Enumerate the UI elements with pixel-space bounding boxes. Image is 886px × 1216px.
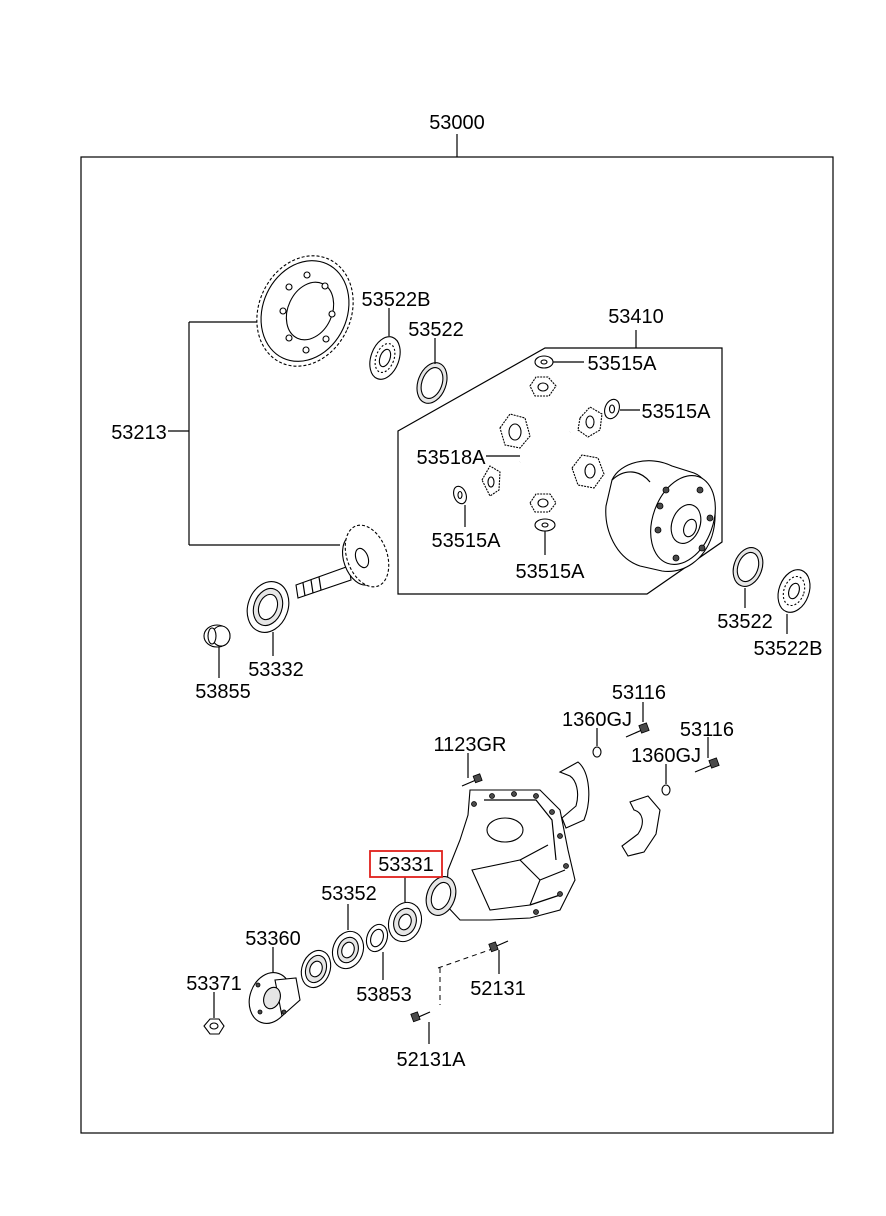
label-53360[interactable]: 53360 [245,928,301,950]
label-53515A-bottom[interactable]: 53515A [516,561,586,583]
flange-nut-icon[interactable] [203,1018,225,1035]
side-gear-right-icon[interactable] [571,454,605,489]
thrust-washer-top-icon[interactable] [534,355,554,369]
oil-seal-icon[interactable] [296,946,335,991]
label-53853[interactable]: 53853 [356,984,412,1006]
gear-set-bracket [168,321,340,546]
bearing-race-right-icon[interactable] [728,543,768,590]
pinion-shaft-cross-icon[interactable] [519,418,571,478]
label-53518A[interactable]: 53518A [417,447,487,469]
label-53522B-top[interactable]: 53522B [362,289,431,311]
carrier-housing-icon[interactable] [421,789,576,921]
label-53410[interactable]: 53410 [608,306,664,328]
label-53515A-right[interactable]: 53515A [642,401,712,423]
assembly-number[interactable]: 53000 [429,112,485,134]
label-1360GJ-top[interactable]: 1360GJ [562,709,632,731]
nut-right-icon[interactable] [661,784,671,796]
drive-pinion-icon[interactable] [295,519,397,599]
case-assembly-frame [397,347,723,595]
label-53522-right[interactable]: 53522 [717,611,773,633]
assembly-frame [80,134,834,1134]
label-1123GR[interactable]: 1123GR [433,734,506,756]
label-53116-right[interactable]: 53116 [680,719,734,741]
stud-a-icon[interactable] [410,1011,431,1023]
label-53213[interactable]: 53213 [111,422,167,444]
thrust-washer-bottom-icon[interactable] [534,518,556,532]
label-53352[interactable]: 53352 [321,883,377,905]
breather-plug-icon[interactable] [461,773,483,787]
label-53515A-left[interactable]: 53515A [432,530,502,552]
shim-washer-icon[interactable] [363,921,391,954]
stud-icon[interactable] [488,940,509,953]
label-53522B-right[interactable]: 53522B [754,638,823,660]
label-52131[interactable]: 52131 [470,978,526,1000]
side-gear-top-icon[interactable] [529,376,557,397]
bearing-race-icon[interactable] [412,358,453,407]
ring-gear-icon[interactable] [239,240,371,382]
label-53331[interactable]: 53331 [378,854,434,876]
pinion-gear-right-icon[interactable] [577,406,603,438]
pinion-rear-bearing-icon[interactable] [240,576,295,639]
thrust-washer-left-icon[interactable] [451,484,468,505]
bearing-cap-right-icon[interactable] [621,795,661,857]
label-53515A-top[interactable]: 53515A [588,353,658,375]
bolt-right-icon[interactable] [694,757,720,773]
thrust-washer-right-icon[interactable] [602,397,622,421]
collapsible-spacer-icon[interactable] [203,624,231,648]
bearing-cap-top-icon[interactable] [558,761,590,829]
bolt-top-icon[interactable] [625,722,650,738]
differential-case-icon[interactable] [605,460,727,574]
oil-seal-race-icon[interactable] [327,927,368,973]
label-1360GJ-right[interactable]: 1360GJ [631,745,701,767]
label-53522-top[interactable]: 53522 [408,319,464,341]
label-53371[interactable]: 53371 [186,973,242,995]
highlight-box [369,850,443,878]
pinion-front-bearing-icon[interactable] [383,898,427,947]
companion-flange-icon[interactable] [242,967,301,1030]
side-gear-bottom-icon[interactable] [529,493,557,513]
nut-top-icon[interactable] [592,746,602,758]
label-52131A[interactable]: 52131A [397,1049,467,1071]
label-53855[interactable]: 53855 [195,681,251,703]
side-gear-left-icon[interactable] [499,413,531,449]
pinion-gear-left-icon[interactable] [481,465,501,497]
bearing-icon[interactable] [364,333,405,384]
label-53116-top[interactable]: 53116 [612,682,666,704]
label-53332[interactable]: 53332 [248,659,304,681]
bearing-right-icon[interactable] [772,565,815,617]
